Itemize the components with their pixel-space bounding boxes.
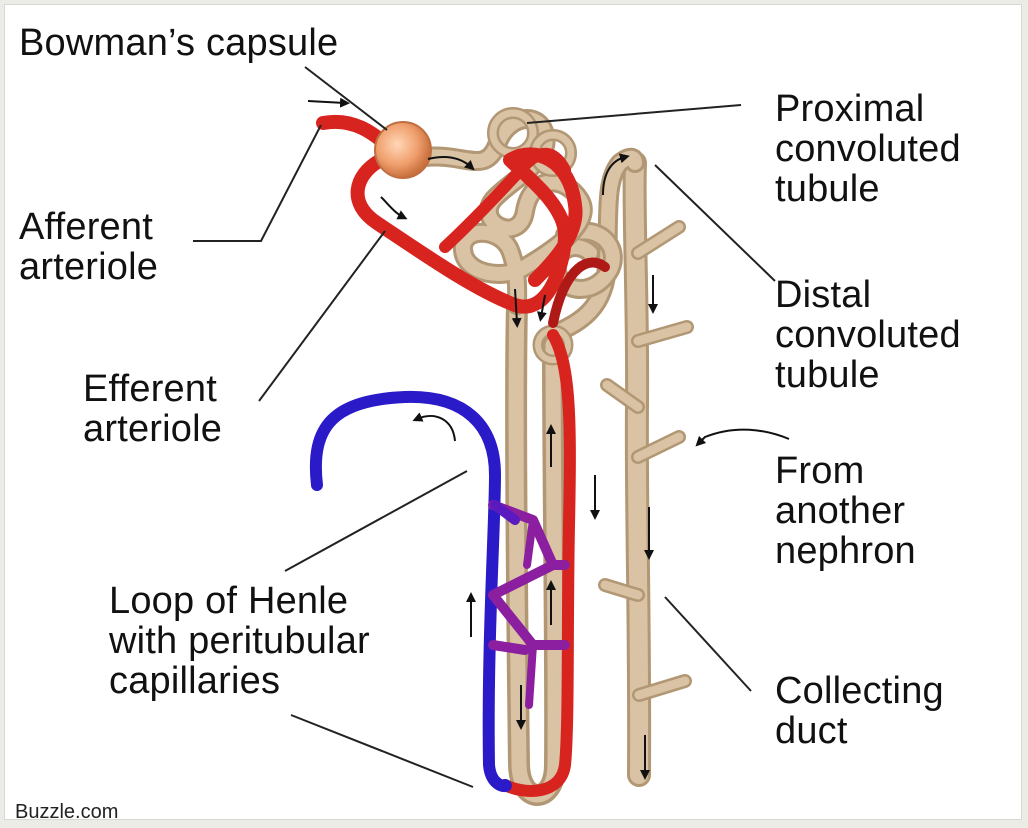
label-text: arteriole bbox=[83, 408, 223, 450]
flow-arrow bbox=[695, 428, 790, 447]
label-text: duct bbox=[775, 710, 848, 752]
collecting-duct bbox=[598, 151, 694, 787]
label-collecting-duct: Collecting duct bbox=[775, 671, 944, 751]
flow-arrow bbox=[536, 294, 547, 322]
label-text: Collecting bbox=[775, 670, 944, 712]
label-loop-of-henle: Loop of Henle with peritubular capillari… bbox=[109, 581, 370, 701]
label-text: convoluted bbox=[775, 128, 961, 170]
nephron-diagram bbox=[193, 66, 790, 806]
label-bowmans-capsule: Bowman’s capsule bbox=[19, 23, 338, 63]
label-text: with peritubular bbox=[109, 620, 370, 662]
label-text: Bowman’s capsule bbox=[19, 22, 339, 64]
leader-collecting bbox=[664, 596, 752, 692]
bowmans-capsule bbox=[374, 121, 432, 179]
leader-capillaries bbox=[290, 714, 474, 788]
peritubular-capillaries bbox=[309, 390, 570, 793]
flow-arrow bbox=[427, 156, 475, 171]
flow-arrow bbox=[511, 288, 522, 328]
leader-distal bbox=[654, 164, 776, 282]
flow-arrows bbox=[307, 97, 790, 780]
credit-watermark: Buzzle.com bbox=[15, 801, 119, 823]
leader-afferent bbox=[193, 124, 322, 242]
label-proximal-tubule: Proximal convoluted tubule bbox=[775, 89, 961, 209]
flow-arrow bbox=[412, 412, 456, 442]
leader-proximal bbox=[526, 104, 742, 124]
label-from-another-nephron: From another nephron bbox=[775, 451, 916, 571]
label-afferent-arteriole: Afferent arteriole bbox=[19, 207, 158, 287]
arterioles bbox=[316, 114, 610, 797]
label-text: another bbox=[775, 490, 906, 532]
label-text: tubule bbox=[775, 168, 880, 210]
label-text: arteriole bbox=[19, 246, 159, 288]
label-text: Afferent bbox=[19, 206, 153, 248]
diagram-panel: Bowman’s capsule Proximal convoluted tub… bbox=[4, 4, 1022, 823]
label-text: Proximal bbox=[775, 88, 925, 130]
leader-loop bbox=[284, 470, 468, 572]
leader-efferent bbox=[258, 230, 386, 402]
label-text: From bbox=[775, 450, 865, 492]
label-text: convoluted bbox=[775, 314, 961, 356]
label-text: nephron bbox=[775, 530, 916, 572]
label-text: Loop of Henle bbox=[109, 580, 349, 622]
flow-arrow bbox=[307, 97, 350, 108]
label-text: Distal bbox=[775, 274, 872, 316]
label-text: Efferent bbox=[83, 368, 217, 410]
flow-arrow bbox=[602, 153, 630, 196]
leader-lines bbox=[193, 66, 776, 788]
label-efferent-arteriole: Efferent arteriole bbox=[83, 369, 222, 449]
label-distal-tubule: Distal convoluted tubule bbox=[775, 275, 961, 395]
leader-bowmans bbox=[304, 66, 388, 131]
label-text: capillaries bbox=[109, 660, 281, 702]
flow-arrow bbox=[380, 196, 408, 220]
label-text: tubule bbox=[775, 354, 880, 396]
